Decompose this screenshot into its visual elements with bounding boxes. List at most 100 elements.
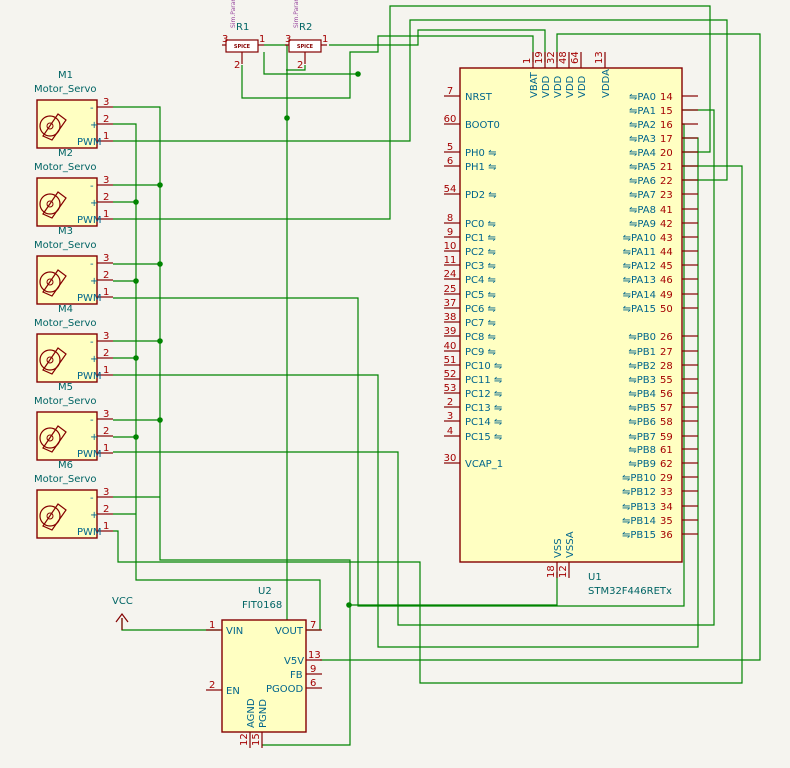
- pin-number: 36: [660, 530, 673, 541]
- wire: [113, 5, 711, 220]
- pin-number: 1: [103, 521, 109, 532]
- servo-value: Motor_Servo: [34, 318, 97, 329]
- pin-number: 53: [444, 383, 457, 394]
- servo-body: [36, 333, 98, 383]
- servo-value: Motor_Servo: [34, 240, 97, 251]
- servo-ref: M1: [58, 70, 73, 81]
- pin-number: 61: [660, 445, 673, 456]
- pin-number: 12: [558, 565, 569, 578]
- pot-ref: R2: [299, 22, 312, 33]
- pin-label-pd2: PD2 ⇋: [465, 190, 497, 201]
- pin-number: 2: [103, 192, 109, 203]
- pin-label-pc10: PC10 ⇋: [465, 361, 502, 372]
- pin-number: 34: [660, 502, 673, 513]
- regulator-fit0168[interactable]: U2 FIT0168 1 VIN 2 EN 7 VOUT 13 V5V 9 FB…: [206, 586, 322, 748]
- pin-number: 42: [660, 219, 673, 230]
- pin-number: 3: [103, 487, 109, 498]
- pin-number: 1: [259, 34, 265, 45]
- pin-label-ph0: PH0 ⇋: [465, 148, 496, 159]
- pin-number: 1: [103, 131, 109, 142]
- pin-number: 20: [660, 148, 673, 159]
- pin-label-pb6: ⇋PB6: [628, 417, 656, 428]
- pin-number: 51: [444, 355, 457, 366]
- junctions: [133, 71, 361, 608]
- servo-horn-icon: [39, 349, 61, 371]
- pin-label-agnd: AGND: [246, 698, 257, 728]
- pin-label-pa4: ⇋PA4: [629, 148, 656, 159]
- pin-number: 3: [103, 253, 109, 264]
- wire: [113, 19, 728, 181]
- pin-number: 52: [444, 369, 457, 380]
- pin-number: 24: [444, 269, 457, 280]
- pin-label-pc0: PC0 ⇋: [465, 219, 496, 230]
- pin-label-pb0: ⇋PB0: [628, 332, 656, 343]
- servo-ref: M6: [58, 460, 73, 471]
- pin-label-v5v: V5V: [284, 656, 304, 667]
- pin-label-pb8: ⇋PB8: [628, 445, 656, 456]
- pin-label-pa12: ⇋PA12: [623, 261, 656, 272]
- pot-sim-params: Sim.Params:: [230, 0, 237, 28]
- pin-label-pa10: ⇋PA10: [623, 233, 656, 244]
- junction: [157, 338, 163, 344]
- servo-value: Motor_Servo: [34, 474, 97, 485]
- pin-number: 6: [310, 678, 316, 689]
- pin-label-en: EN: [226, 686, 240, 697]
- servo-pin-label: +: [90, 198, 98, 209]
- pin-label-pc14: PC14 ⇋: [465, 417, 502, 428]
- pin-number: 43: [660, 233, 673, 244]
- pin-number: 1: [103, 443, 109, 454]
- pin-label-pc4: PC4 ⇋: [465, 275, 496, 286]
- pin-number: 5: [447, 142, 453, 153]
- servo-pin-label: -: [90, 259, 94, 270]
- pin-number: 1: [103, 287, 109, 298]
- pin-label-pc15: PC15 ⇋: [465, 432, 502, 443]
- servo-pin-label: -: [90, 337, 94, 348]
- pin-number: 18: [546, 565, 557, 578]
- pin-label-pa3: ⇋PA3: [629, 134, 656, 145]
- pin-number: 1: [103, 209, 109, 220]
- pin-number: 3: [103, 175, 109, 186]
- pin-number: 12: [239, 733, 250, 746]
- pin-label-pc2: PC2 ⇋: [465, 247, 496, 258]
- servo-pin-label: -: [90, 415, 94, 426]
- servo-pin-label: -: [90, 103, 94, 114]
- servo-hub-icon: [46, 122, 54, 130]
- vcc-power-symbol[interactable]: VCC: [112, 596, 133, 630]
- junction: [157, 182, 163, 188]
- pin-number: 57: [660, 403, 673, 414]
- pin-label-pa15: ⇋PA15: [623, 304, 656, 315]
- pin-number: 45: [660, 261, 673, 272]
- servo-pin-label: +: [90, 120, 98, 131]
- pin-number: 19: [534, 51, 545, 64]
- servo-arm-icon: [42, 113, 67, 141]
- pin-number: 40: [444, 341, 457, 352]
- pin-label-pb14: ⇋PB14: [622, 516, 656, 527]
- pin-number: 26: [660, 332, 673, 343]
- pin-label-pc1: PC1 ⇋: [465, 233, 496, 244]
- wire: [349, 572, 558, 606]
- pin-label-pa1: ⇋PA1: [629, 106, 656, 117]
- pin-number: 2: [447, 397, 453, 408]
- servo-hub-icon: [46, 434, 54, 442]
- pin-label-vdd: VDD: [541, 75, 552, 98]
- pin-label-vss: VSS: [553, 538, 564, 558]
- pin-number: 1: [322, 34, 328, 45]
- pin-label-pa8: ⇋PA8: [629, 205, 656, 216]
- pin-number: 28: [660, 361, 673, 372]
- pin-label-vdd: VDD: [565, 75, 576, 98]
- wire: [263, 52, 358, 75]
- servo-group: M1Motor_Servo3-2+1PWMM2Motor_Servo3-2+1P…: [34, 70, 113, 539]
- servo-body: [36, 255, 98, 305]
- pot-body-label: SPICE: [297, 44, 314, 50]
- pin-label-pc13: PC13 ⇋: [465, 403, 502, 414]
